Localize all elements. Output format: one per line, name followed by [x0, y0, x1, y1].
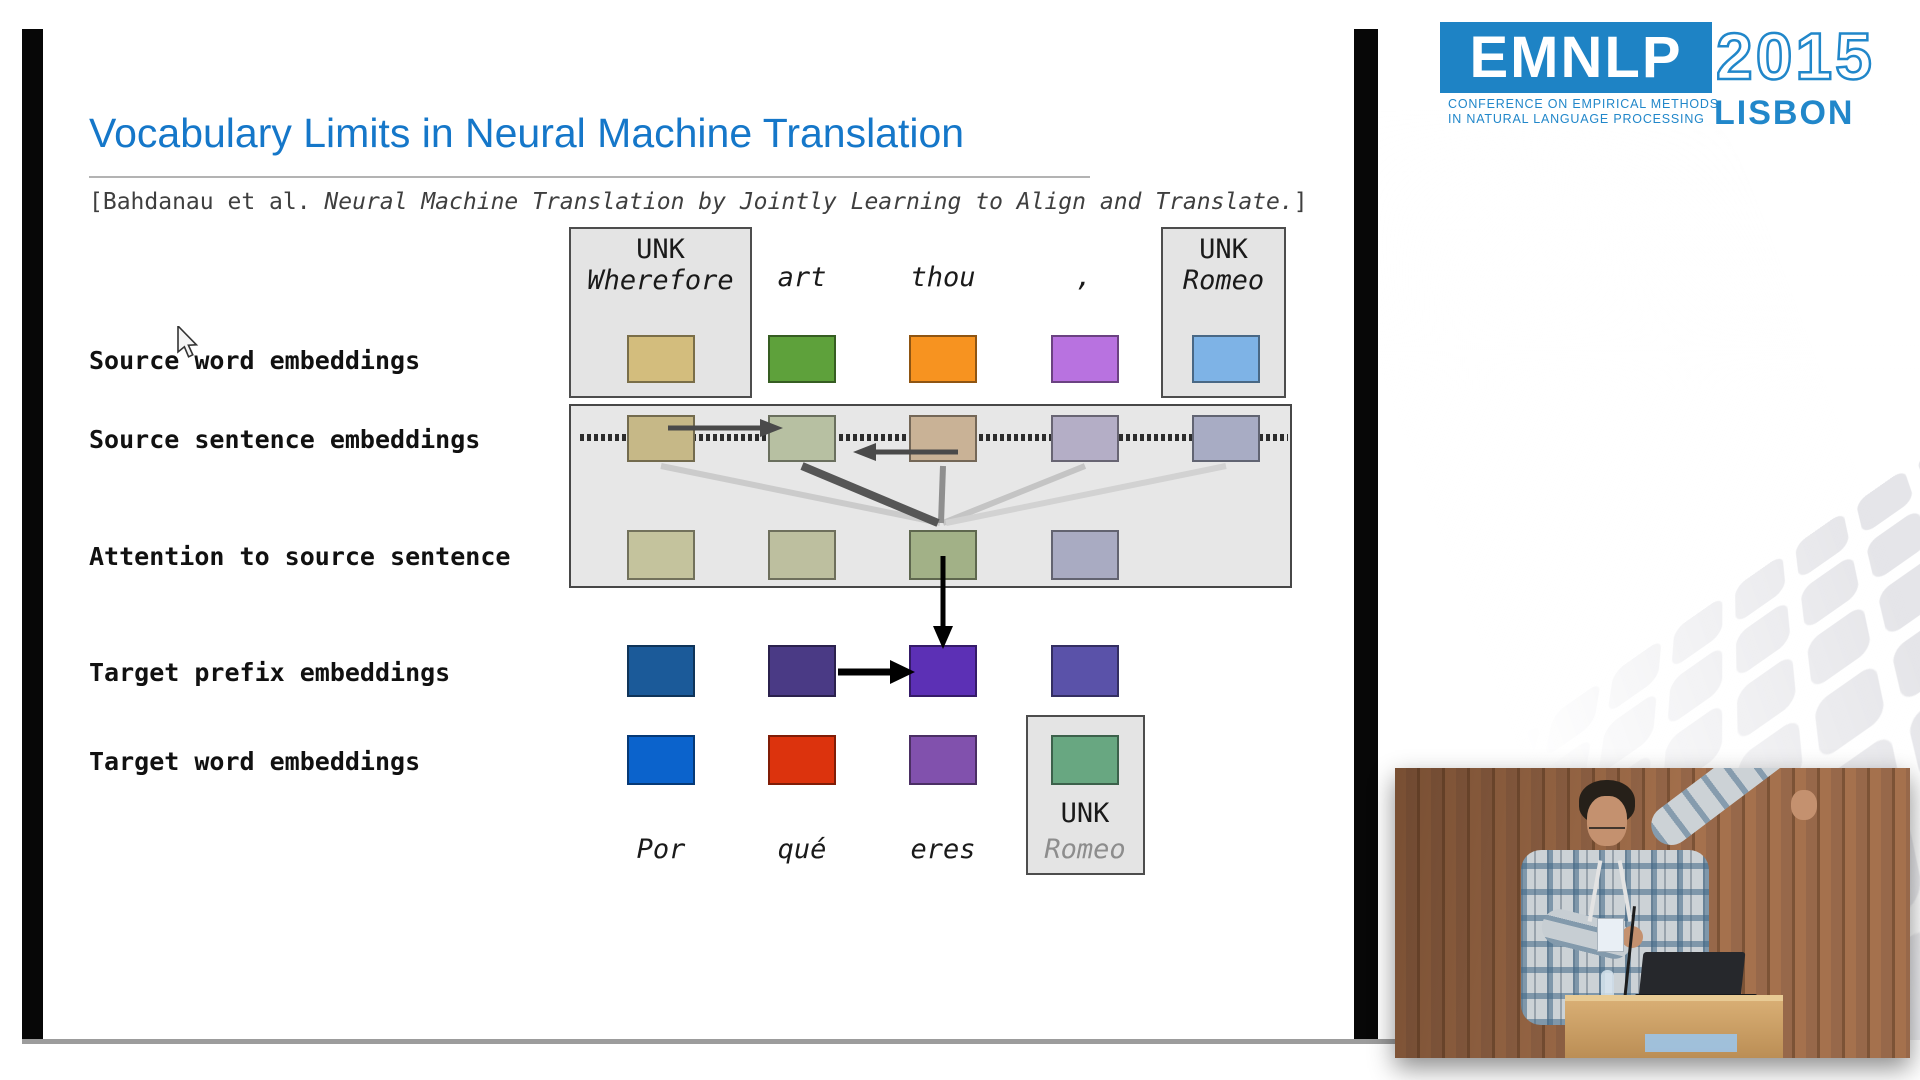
target-word-por: Por: [636, 834, 686, 865]
target-word-eres: eres: [910, 834, 976, 865]
slide-right-black-bar: [1354, 29, 1378, 1043]
title-divider: [89, 176, 1090, 178]
emnlp-tagline-line1: CONFERENCE ON EMPIRICAL METHODS: [1448, 97, 1719, 111]
source-word-thou: thou: [910, 262, 976, 293]
label-target-prefix-embeddings: Target prefix embeddings: [89, 658, 451, 687]
source-embedding-square-1: [627, 335, 695, 383]
label-attention-to-source: Attention to source sentence: [89, 542, 511, 571]
target-word-square-2: [768, 735, 836, 785]
citation-paper-title: Neural Machine Translation by Jointly Le…: [324, 189, 1294, 215]
attention-square-2: [768, 530, 836, 580]
mouse-cursor: [177, 326, 199, 358]
unk-label: UNK: [636, 234, 685, 265]
slide-title: Vocabulary Limits in Neural Machine Tran…: [89, 110, 965, 156]
emnlp-logo-year: 2015: [1715, 18, 1875, 95]
speaker-raised-hand: [1791, 790, 1817, 820]
target-unk-square: [1051, 735, 1119, 785]
speaker-glasses: [1589, 820, 1625, 829]
podium-front-graphic: [1645, 1034, 1737, 1052]
target-prefix-square-3: [909, 645, 977, 697]
source-embedding-square-5: [1192, 335, 1260, 383]
speaker-badge: [1597, 918, 1624, 952]
speaker-raised-arm: [1643, 768, 1796, 853]
citation-suffix: ]: [1293, 189, 1308, 215]
source-word-comma: ,: [1075, 262, 1093, 293]
sentence-embedding-square-5: [1192, 415, 1260, 462]
emnlp-logo-box: EMNLP: [1440, 22, 1712, 93]
sentence-embedding-square-2: [768, 415, 836, 462]
emnlp-logo-city: LISBON: [1714, 94, 1855, 132]
target-prefix-square-4: [1051, 645, 1119, 697]
attention-square-4: [1051, 530, 1119, 580]
slide-left-black-bar: [22, 29, 43, 1041]
source-word-art: art: [777, 262, 827, 293]
attention-square-3: [909, 530, 977, 580]
speaker-face: [1587, 796, 1627, 846]
target-prefix-square-2: [768, 645, 836, 697]
target-word-square-1: [627, 735, 695, 785]
unk-label: UNK: [1199, 234, 1248, 265]
target-word-square-3: [909, 735, 977, 785]
citation-line: [Bahdanau et al. Neural Machine Translat…: [89, 189, 1308, 215]
source-embedding-square-4: [1051, 335, 1119, 383]
sentence-embedding-square-1: [627, 415, 695, 462]
target-word-que: qué: [777, 834, 827, 865]
unk-box-romeo-source: UNK Romeo: [1161, 227, 1286, 398]
label-source-sentence-embeddings: Source sentence embeddings: [89, 425, 481, 454]
source-embedding-square-3: [909, 335, 977, 383]
sentence-embedding-square-3: [909, 415, 977, 462]
attention-square-1: [627, 530, 695, 580]
romeo-label: Romeo: [1182, 265, 1265, 296]
emnlp-logo-text: EMNLP: [1469, 25, 1683, 90]
source-embedding-square-2: [768, 335, 836, 383]
label-target-word-embeddings: Target word embeddings: [89, 747, 421, 776]
target-prefix-square-1: [627, 645, 695, 697]
speaker-video-inset: [1395, 768, 1910, 1058]
emnlp-logo-tagline: CONFERENCE ON EMPIRICAL METHODS IN NATUR…: [1448, 97, 1719, 126]
target-unk-label: UNK: [1060, 798, 1110, 829]
slide-bottom-edge: [22, 1039, 1396, 1044]
citation-prefix: [Bahdanau et al.: [89, 189, 325, 215]
emnlp-tagline-line2: IN NATURAL LANGUAGE PROCESSING: [1448, 111, 1705, 126]
laptop-screen: [1638, 952, 1746, 998]
target-romeo-label: Romeo: [1044, 834, 1126, 865]
sentence-embedding-square-4: [1051, 415, 1119, 462]
wherefore-label: Wherefore: [587, 265, 734, 296]
label-source-word-embeddings: Source word embeddings: [89, 346, 421, 375]
unk-box-wherefore: UNK Wherefore: [569, 227, 752, 398]
